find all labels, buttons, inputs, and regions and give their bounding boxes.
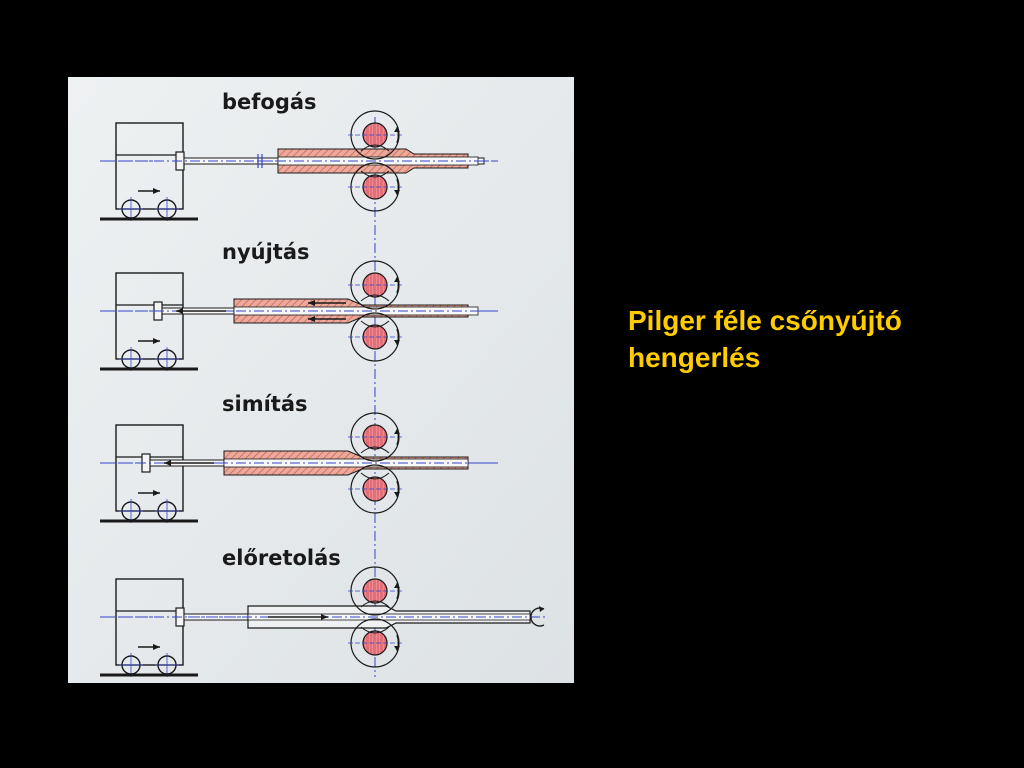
- roll-groove: [360, 600, 390, 608]
- carriage-frame: [115, 272, 184, 360]
- slide-title-line-2: hengerlés: [628, 342, 761, 373]
- stage-2: nyújtás: [100, 240, 498, 371]
- upper-roll: [348, 110, 402, 160]
- roll-groove: [360, 626, 390, 634]
- tube-rotation-arrow: [539, 606, 544, 612]
- rotation-arrow: [394, 429, 400, 434]
- mandrel-retract-arrow-head: [176, 308, 183, 314]
- rotation-arrow: [394, 340, 400, 345]
- rotation-arrow: [394, 190, 400, 195]
- carriage-feed-arrow-head: [153, 490, 160, 496]
- pilger-process-diagram: befogás nyújtás simítás előretolás: [68, 77, 574, 683]
- upper-roll: [348, 260, 402, 310]
- carriage-feed-arrow-head: [153, 644, 160, 650]
- roll-groove: [360, 446, 390, 454]
- lower-roll: [348, 464, 402, 514]
- rotation-arrow: [394, 492, 400, 497]
- lower-roll: [348, 312, 402, 362]
- stage-label-4: előretolás: [222, 546, 341, 570]
- stage-label-2: nyújtás: [222, 240, 310, 264]
- roll-groove: [360, 144, 390, 152]
- carriage-frame: [115, 424, 184, 512]
- material-flow-arrow-top-head: [308, 300, 315, 306]
- stage-3: simítás: [100, 392, 498, 523]
- mandrel-retract-arrow-head: [164, 460, 171, 466]
- roll-groove: [360, 294, 390, 302]
- slide-title: Pilger féle csőnyújtó hengerlés: [628, 302, 1008, 376]
- upper-roll: [348, 566, 402, 616]
- stage-4: előretolás: [100, 546, 548, 677]
- material-flow-arrow-bottom-head: [308, 316, 315, 322]
- carriage: [100, 578, 198, 677]
- rotation-arrow: [394, 277, 400, 282]
- lower-roll: [348, 162, 402, 212]
- diagram-panel: [68, 77, 574, 683]
- upper-roll: [348, 412, 402, 462]
- rotation-arrow: [394, 583, 400, 588]
- rotation-arrow: [394, 127, 400, 132]
- stage-label-3: simítás: [222, 392, 308, 416]
- rotation-arrow: [394, 646, 400, 651]
- diagram-canvas: befogás nyújtás simítás előretolás: [68, 77, 574, 683]
- carriage-feed-arrow-head: [153, 188, 160, 194]
- lower-roll: [348, 618, 402, 668]
- roll-groove: [360, 170, 390, 178]
- stage-1: befogás: [100, 90, 498, 221]
- roll-groove: [360, 472, 390, 480]
- stage-label-1: befogás: [222, 90, 317, 114]
- slide-title-line-1: Pilger féle csőnyújtó: [628, 305, 902, 336]
- carriage-feed-arrow-head: [153, 338, 160, 344]
- feed-forward-arrow-head: [321, 614, 328, 620]
- roll-groove: [360, 320, 390, 328]
